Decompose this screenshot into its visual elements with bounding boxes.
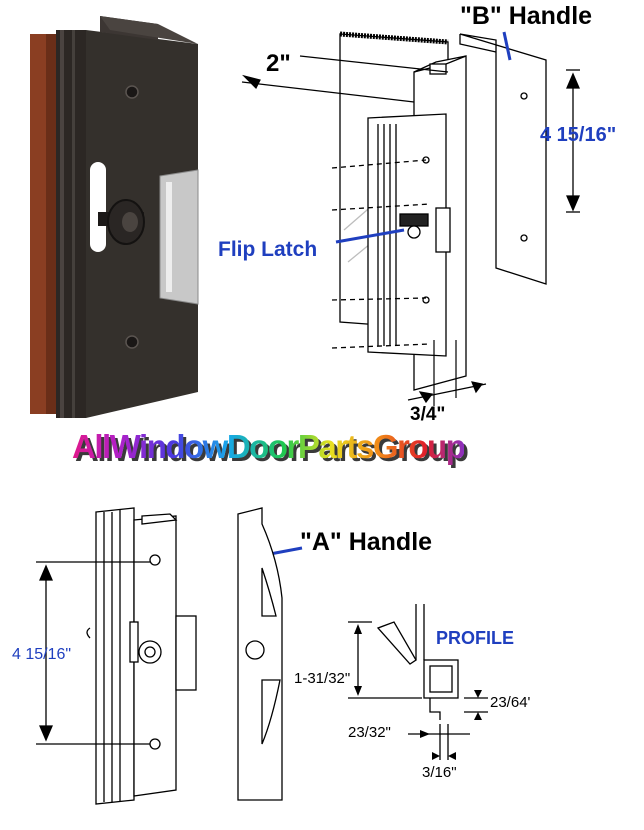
a-handle-label: "A" Handle (300, 528, 433, 556)
b-hole-bottom (520, 234, 528, 242)
prof-arrow-3-16-right (448, 752, 456, 760)
arrow-3-4-right (471, 381, 484, 394)
a-handle-leader (269, 546, 303, 556)
dim-height-bottom-arrows (36, 561, 150, 745)
brand-logo-shadow: AllWindowDoorPartsGroup (75, 431, 469, 469)
wood-strip-inner (46, 34, 56, 414)
side-top (141, 513, 178, 525)
b-handle-lip (459, 34, 497, 53)
front-hole (245, 640, 265, 660)
dim-2in-line (241, 81, 415, 103)
dim-2in-arrows (241, 55, 449, 103)
prof-arrow-23-64-bottom (474, 712, 482, 720)
profile-arrowheads (354, 624, 482, 760)
flip-latch-plate (435, 207, 451, 253)
dim-2in-arrowhead (242, 74, 261, 90)
front-upper-recess (261, 567, 277, 617)
dim-1-31-32-label: 1-31/32" (294, 670, 351, 687)
profile-label: PROFILE (436, 628, 515, 648)
a-handle-side-view (86, 507, 197, 805)
arrow-3-4-left (418, 391, 434, 404)
side-rail (95, 507, 135, 805)
latch-slot (90, 162, 106, 252)
prof-arrow-down (354, 686, 362, 696)
front-lower-recess (261, 679, 281, 745)
side-screw-top (149, 554, 161, 566)
proj-dash-1 (331, 159, 427, 169)
a-hole-bottom (422, 296, 430, 304)
dim-23-32-label: 23/32" (348, 724, 391, 741)
dim-23-64-label: 23/64' (490, 694, 531, 711)
a-handle-notch (429, 63, 447, 75)
handle-photo (30, 16, 199, 418)
b-hole-top (520, 92, 528, 100)
arrow-up (566, 72, 580, 89)
wood-strip (30, 34, 46, 414)
dim-height-top-arrows (566, 69, 580, 213)
a-handle-rail (367, 113, 447, 357)
side-screw-bottom (149, 738, 161, 750)
dim-height-bottom-label: 4 15/16" (12, 646, 72, 663)
dim-3-4-line (407, 383, 487, 401)
knob-cap (122, 212, 138, 232)
flip-latch-lever (399, 213, 429, 227)
arrow-bottom-down (39, 725, 53, 742)
flip-latch-knob (407, 225, 421, 239)
dim-2in-label: 2" (266, 50, 291, 77)
b-handle-leader (502, 31, 512, 61)
b-handle-plate (459, 33, 547, 285)
screw-top (125, 85, 139, 99)
side-latch-knob-center (144, 646, 156, 658)
side-latch-arm (129, 621, 139, 663)
dim-3-4-label: 3/4" (410, 404, 446, 425)
rail-highlight (60, 30, 64, 418)
side-latch-plate (175, 615, 197, 691)
proj-dash-4 (331, 343, 431, 349)
chrome-latch-plate (159, 169, 199, 305)
panel-top-edge (339, 31, 449, 45)
dim-3-16-label: 3/16" (422, 764, 457, 781)
brand-logo: AllWindowDoorPartsGroup (72, 428, 466, 465)
b-handle-label: "B" Handle (460, 2, 593, 30)
prof-arrow-up (354, 624, 362, 634)
prof-arrow-23-32 (420, 730, 430, 738)
flip-latch-leader (335, 228, 405, 244)
arrow-down (566, 195, 580, 212)
profile-box-inner (429, 665, 453, 693)
flip-latch-label: Flip Latch (218, 238, 318, 261)
proj-dash-2 (331, 203, 431, 211)
handle-top-face (100, 16, 198, 44)
dim-3-4-arrows (407, 340, 487, 406)
a-handle-front-view (237, 507, 283, 801)
side-latch-hook (86, 627, 91, 639)
prof-arrow-23-64-top (474, 690, 482, 698)
chrome-highlight (166, 182, 172, 292)
profile-foot (429, 698, 441, 720)
screw-bottom (125, 335, 139, 349)
b-handle-drawing (331, 31, 547, 391)
dim-height-top-label: 4 15/16" (540, 124, 617, 146)
rail-highlight-2 (72, 30, 75, 418)
profile-fin (376, 621, 417, 665)
profile-drawing (348, 604, 488, 760)
dim-2in-ext (299, 55, 449, 73)
arrow-bottom-up (39, 564, 53, 581)
proj-dash-3 (331, 297, 427, 301)
prof-arrow-3-16-left (432, 752, 440, 760)
